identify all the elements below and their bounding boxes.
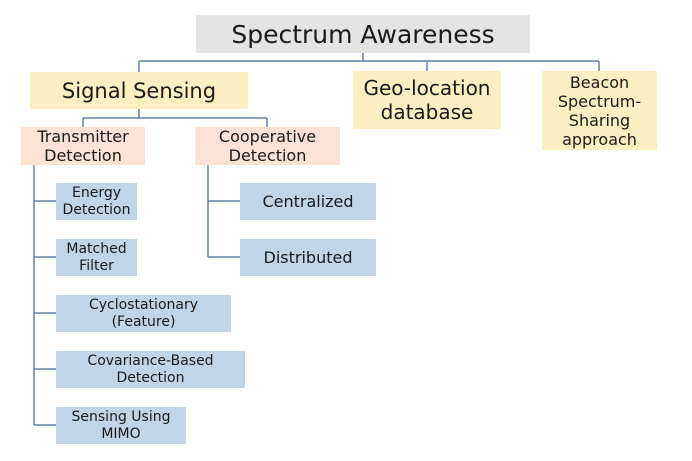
cyclostationary-node: Cyclostationary (Feature) bbox=[56, 295, 231, 332]
signal-sensing-node: Signal Sensing bbox=[30, 72, 248, 109]
geo-location-database-node: Geo-location database bbox=[353, 71, 501, 129]
transmitter-detection-node: Transmitter Detection bbox=[21, 127, 145, 165]
distributed-node: Distributed bbox=[240, 239, 376, 276]
sensing-using-mimo-node: Sensing Using MIMO bbox=[56, 407, 186, 444]
covariance-based-detection-node: Covariance-Based Detection bbox=[56, 351, 245, 388]
energy-detection-node: Energy Detection bbox=[56, 183, 137, 220]
matched-filter-node: Matched Filter bbox=[56, 239, 137, 276]
spectrum-awareness-node: Spectrum Awareness bbox=[196, 15, 530, 53]
centralized-node: Centralized bbox=[240, 183, 376, 220]
beacon-spectrum-sharing-node: Beacon Spectrum- Sharing approach bbox=[542, 71, 657, 150]
cooperative-detection-node: Cooperative Detection bbox=[195, 127, 340, 165]
